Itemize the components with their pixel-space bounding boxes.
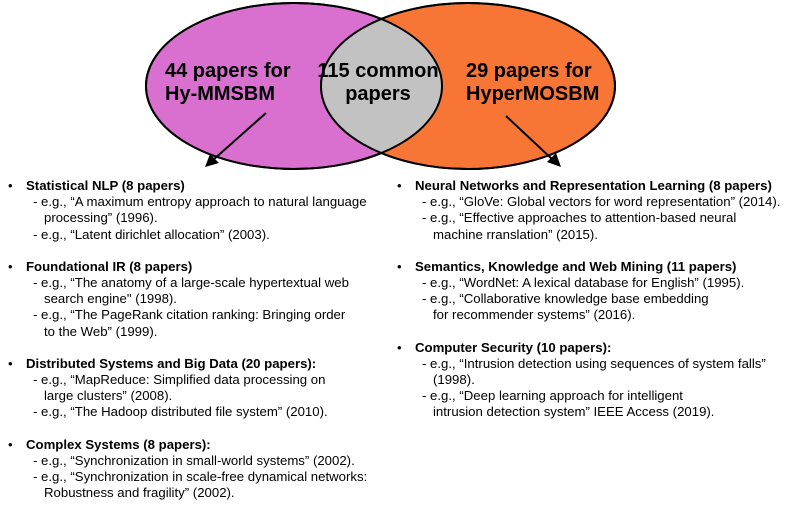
example-paper-line: - e.g., “Deep learning approach for inte… [422,388,683,404]
example-paper-line: - e.g., “The PageRank citation ranking: … [33,307,346,323]
hy-mmsbm-count-line1: 44 papers for [165,60,291,82]
right-arrow [505,115,561,167]
hy-mmsbm-topics-list: • Statistical NLP (8 papers)- e.g., “A ma… [8,178,388,517]
bullet-icon: • [8,436,13,452]
left-arrow [205,112,267,167]
bullet-icon: • [397,339,402,355]
example-paper-line: intrusion detection system” IEEE Access … [433,404,715,420]
bullet-icon: • [397,258,402,274]
venn-diagram [145,2,616,170]
example-paper-line: - e.g., “Synchronization in scale-free d… [33,469,368,485]
example-paper-line: to the Web” (1999). [44,323,158,339]
hypermosbm-count-line1: 29 papers for [466,60,592,82]
topic-title: Neural Networks and Representation Learn… [415,178,772,193]
topic-item: • Semantics, Knowledge and Web Mining (11… [397,259,793,324]
topic-title: Semantics, Knowledge and Web Mining (11 … [415,258,737,274]
overlap-region [321,3,442,169]
example-paper-line: (1998). [433,372,475,388]
topic-item: •Foundational IR (8 papers)- e.g., “The … [8,259,388,340]
hypermosbm-topics-list: • Neural Networks and Representation Lear… [397,178,793,437]
example-paper-line: Robustness and fragility” (2002). [44,485,235,501]
topic-title: Foundational IR (8 papers) [26,258,193,274]
example-paper-line: - e.g., “Latent dirichlet allocation” (2… [33,226,270,242]
example-paper-line: - e.g., “GloVe: Global vectors for word … [422,194,781,210]
topic-title: Computer Security (10 papers): [415,339,612,355]
bullet-icon: • [397,178,402,193]
example-paper-line: - e.g., “MapReduce: Simplified data proc… [33,372,326,388]
hypermosbm-outline [320,2,616,170]
bullet-icon: • [8,258,13,274]
example-paper-line: - e.g., “A maximum entropy approach to n… [33,194,367,210]
example-paper-line: large clusters” (2008). [44,388,173,404]
topic-title: Complex Systems (8 papers): [26,436,211,452]
hypermosbm-count-label: 29 papers for HyperMOSBM [466,60,599,106]
common-count-line2: papers [345,83,411,105]
example-paper-line: - e.g., “Effective approaches to attenti… [422,210,737,226]
topic-title: Statistical NLP (8 papers) [26,178,185,193]
example-paper-line: - e.g., “Intrusion detection using seque… [422,355,766,371]
example-paper-line: - e.g., “Collaborative knowledge base em… [422,291,709,307]
bullet-icon: • [8,355,13,371]
common-count-label: 115 common papers [316,60,440,106]
example-paper-line: search engine" (1998). [44,291,177,307]
example-paper-line: - e.g., “Synchronization in small-world … [33,452,355,468]
example-paper-line: processing” (1996). [44,210,158,226]
topic-title: Distributed Systems and Big Data (20 pap… [26,355,317,371]
example-paper-line: - e.g., “The anatomy of a large-scale hy… [33,275,349,291]
topic-item: • Statistical NLP (8 papers)- e.g., “A ma… [8,178,388,243]
hy-mmsbm-outline [145,2,443,170]
hy-mmsbm-count-label: 44 papers for Hy-MMSBM [165,60,291,106]
topic-item: •Computer Security (10 papers):- e.g., “… [397,340,793,421]
common-count-line1: 115 common [317,60,439,82]
hypermosbm-name: HyperMOSBM [466,83,600,105]
bullet-icon: • [8,178,13,193]
topic-item: •Complex Systems (8 papers):- e.g., “Syn… [8,437,388,502]
example-paper-line: machine rranslation” (2015). [433,226,598,242]
example-paper-line: for recommender systems” (2016). [433,307,636,323]
topic-item: • Neural Networks and Representation Lear… [397,178,793,243]
example-paper-line: - e.g., “The Hadoop distributed file sys… [33,404,328,420]
hy-mmsbm-name: Hy-MMSBM [165,83,275,105]
topic-item: • Distributed Systems and Big Data (20 pa… [8,356,388,421]
example-paper-line: - e.g., “WordNet: A lexical database for… [422,275,745,291]
